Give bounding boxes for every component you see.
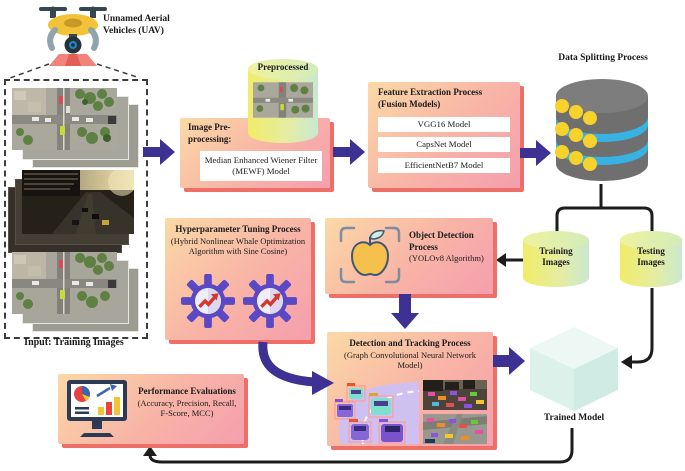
object-detection-subheading: (YOLOv8 Algorithm) xyxy=(409,253,484,264)
input-images-caption: Input: Training Images xyxy=(24,337,124,348)
arrow-tracking-to-model xyxy=(493,347,525,375)
detection-tracking-subheading: (Graph Convolutional Neural Network Mode… xyxy=(344,349,476,371)
vgg16-model-box: VGG16 Model xyxy=(378,117,510,132)
detection-sample-image-1 xyxy=(423,380,487,410)
preprocessing-heading: Image Pre-processing: xyxy=(188,122,232,144)
aerial-street-image xyxy=(12,88,117,150)
tracked-cars-illustration xyxy=(334,382,419,444)
database-icon xyxy=(552,68,652,186)
detection-sample-image-2 xyxy=(423,414,487,444)
feature-extraction-box: Feature Extraction Process (Fusion Model… xyxy=(368,82,520,188)
performance-evaluation-box: Performance Evaluations (Accuracy, Preci… xyxy=(58,374,244,444)
preprocessed-image xyxy=(253,82,313,118)
detection-tracking-heading: Detection and Tracking Process xyxy=(349,338,471,348)
drone-icon xyxy=(33,2,113,66)
preprocessed-cylinder: Preprocessed xyxy=(246,58,320,144)
training-image-stack-1 xyxy=(12,88,140,168)
analytics-monitor-icon xyxy=(66,379,128,437)
object-detection-heading: Object Detection Process xyxy=(409,230,474,252)
hyperparameter-heading: Hyperparameter Tuning Process xyxy=(175,224,301,234)
training-images-label: Training Images xyxy=(539,246,573,268)
performance-subheading: (Accuracy, Precision, Recall, F-Score, M… xyxy=(137,397,237,419)
connector-testing-to-cube xyxy=(630,288,654,364)
dark-street-image xyxy=(22,170,134,234)
aerial-street-image xyxy=(12,252,117,314)
mewf-model-box: Median Enhanced Wiener Filter (MEWF) Mod… xyxy=(200,151,322,181)
data-splitting-label: Data Splitting Process xyxy=(558,53,648,63)
training-image-stack-2 xyxy=(8,170,138,253)
object-detection-frame-icon xyxy=(339,226,401,284)
curve-tuning-to-tracking xyxy=(258,341,315,387)
training-images-cylinder: Training Images xyxy=(521,230,591,288)
performance-heading: Performance Evaluations xyxy=(138,386,236,396)
efficientnetb7-model-box: EfficientNetB7 Model xyxy=(378,158,510,173)
hyperparameter-tuning-box: Hyperparameter Tuning Process (Hybrid No… xyxy=(165,218,311,340)
arrow-features-to-splitting xyxy=(520,140,551,166)
feature-extraction-subheading: (Fusion Models) xyxy=(378,98,441,109)
gear-trend-icon xyxy=(181,274,235,328)
trained-model-label: Trained Model xyxy=(543,413,605,423)
preprocessed-label: Preprocessed xyxy=(257,62,309,72)
gear-trend-icon xyxy=(243,274,297,328)
testing-images-cylinder: Testing Images xyxy=(618,230,684,288)
hyperparameter-subheading: (Hybrid Nonlinear Whale Optimization Alg… xyxy=(170,235,306,257)
feature-extraction-heading: Feature Extraction Process xyxy=(378,87,483,97)
arrow-detection-to-tracking xyxy=(391,294,419,329)
capsnet-model-box: CapsNet Model xyxy=(378,137,510,152)
dashed-link-left xyxy=(9,63,50,79)
arrowhead-into-object-detection xyxy=(496,253,506,267)
dashed-link-right xyxy=(96,63,141,79)
testing-images-label: Testing Images xyxy=(637,246,665,268)
arrowhead-into-performance xyxy=(143,446,157,456)
detection-tracking-box: Detection and Tracking Process (Graph Co… xyxy=(327,332,493,446)
uav-label: Unnamed Aerial Vehicles (UAV) xyxy=(103,14,170,37)
arrowhead-into-cube xyxy=(621,355,632,369)
training-image-stack-3 xyxy=(12,252,140,332)
cube-icon xyxy=(528,325,620,413)
arrow-preprocessing-to-features xyxy=(333,139,365,165)
object-detection-box: Object Detection Process (YOLOv8 Algorit… xyxy=(325,218,493,294)
